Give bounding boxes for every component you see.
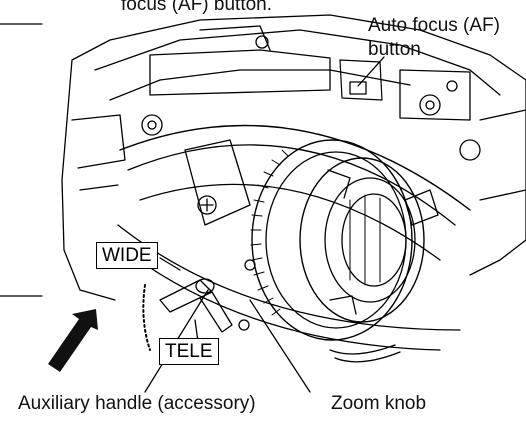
zoom-knob-caption: Zoom knob <box>331 393 427 414</box>
wide-leader <box>159 257 181 271</box>
direction-arrow <box>48 309 98 372</box>
af-button-shape <box>349 81 367 95</box>
zoom-ring-outer <box>251 139 413 341</box>
af-leader <box>357 56 385 87</box>
zoom-leader <box>249 299 311 393</box>
lens-front <box>299 157 425 323</box>
aux-handle-caption: Auxiliary handle (accessory) <box>18 393 256 414</box>
wide-label: WIDE <box>96 242 158 269</box>
top-caption: focus (AF) button. <box>121 0 273 15</box>
gear-teeth <box>250 149 289 316</box>
af-caption-line2: button <box>368 39 421 60</box>
tele-label: TELE <box>159 338 219 365</box>
housing-outline <box>61 14 526 301</box>
af-caption-line1: Auto focus (AF) <box>368 15 500 36</box>
